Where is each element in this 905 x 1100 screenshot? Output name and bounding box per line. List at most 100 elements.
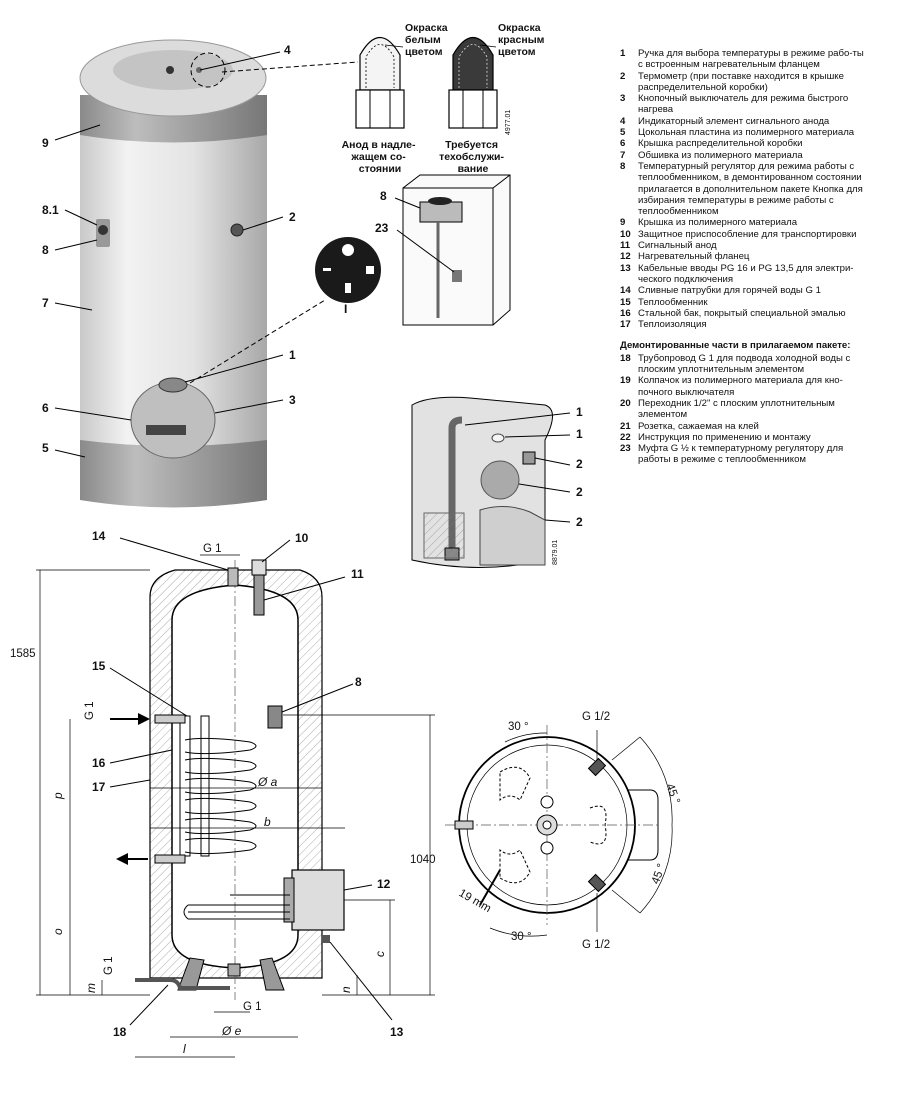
knob-zoom-label: I xyxy=(344,302,347,316)
leader-t8 xyxy=(394,197,421,209)
red-label-leader xyxy=(479,44,497,48)
legend-item-number: 6 xyxy=(620,138,626,150)
legend-item-number: 7 xyxy=(620,149,626,161)
plan-arc-30-bottom xyxy=(489,927,548,937)
legend-item: 8 Температурный регулятор для режима рабо… xyxy=(620,161,870,217)
section-drawing: 1585 1040 p o G 1 Ø a b c n m G 1 G 1 G … xyxy=(10,529,436,1058)
knob-zoom-mark-left xyxy=(323,268,331,271)
temperature-knob xyxy=(158,377,188,393)
white-label-leader xyxy=(384,44,404,48)
coil-turn-6 xyxy=(184,837,257,855)
legend-item-text: Индикаторный элемент сигнального анода xyxy=(638,115,830,127)
plan-foot-3 xyxy=(499,848,531,884)
plan-foot-1 xyxy=(499,766,531,802)
callout-section-13: 13 xyxy=(390,1025,404,1039)
plan-deg45-top: 45 ° xyxy=(663,782,681,805)
plan-deg30-top: 30 ° xyxy=(508,721,529,733)
knob-zoom-circle xyxy=(315,237,381,303)
leader-d2a xyxy=(534,457,571,466)
plan-view: 30 ° G 1/2 45 ° 45 ° 19 mm 30 ° G 1/2 xyxy=(445,711,682,951)
parts-figure-code: 8879.01 xyxy=(552,540,559,565)
callout-thermostat-23: 23 xyxy=(375,221,389,235)
knob-zoom-leader xyxy=(189,299,326,384)
plan-drain xyxy=(540,841,554,855)
callout-view-8: 8 xyxy=(42,243,49,257)
callout-view-7: 7 xyxy=(42,296,49,310)
coil-turn-3 xyxy=(184,777,257,795)
plan-connector-top xyxy=(587,757,607,777)
callout-section-16: 16 xyxy=(92,756,106,770)
plan-connector-bottom xyxy=(587,873,607,893)
coil-manifold-right xyxy=(200,715,210,857)
callout-view-8-1: 8.1 xyxy=(42,203,59,217)
heating-element xyxy=(183,904,290,920)
legend-item-text: Сигнальный анод xyxy=(638,240,717,252)
callout-section-18: 18 xyxy=(113,1025,127,1039)
leader-s14 xyxy=(119,537,229,571)
anode-ok-base xyxy=(355,89,405,129)
legend-item-number: 1 xyxy=(620,48,626,59)
legend-item-number: 19 xyxy=(620,375,631,387)
leader-6 xyxy=(54,407,132,421)
leader-s8 xyxy=(281,683,354,713)
knob-zoom-mark-bottom xyxy=(345,283,351,293)
leader-s10 xyxy=(261,539,291,563)
legend-item-text: Розетка, сажаемая на клей xyxy=(638,420,759,432)
legend-item-number: 10 xyxy=(620,228,631,240)
knob-zoom-dot xyxy=(342,244,354,256)
transport-guard xyxy=(166,66,174,74)
legend-item-number: 8 xyxy=(620,160,626,172)
legend-item-text: Обшивка из полимерного материала xyxy=(638,149,803,161)
legend-item-text: Трубопровод G 1 для подвода холодной вод… xyxy=(638,352,851,376)
callout-parts-2b: 2 xyxy=(576,485,583,499)
callout-view-9: 9 xyxy=(42,136,49,150)
legend-item-number: 12 xyxy=(620,251,631,263)
legend-item-text: Сливные патрубки для горячей воды G 1 xyxy=(638,285,821,297)
plan-45-ray-top xyxy=(611,736,641,761)
legend-item-text: Стальной бак, покрытый специальной эмаль… xyxy=(638,307,846,319)
dim-a-label: Ø a xyxy=(257,775,278,789)
leader-4 xyxy=(199,51,281,71)
anode-zoom-leader xyxy=(221,61,359,73)
leader-d1b xyxy=(504,434,571,438)
leader-s16 xyxy=(109,749,173,764)
plan-anode xyxy=(540,795,554,809)
leader-t23 xyxy=(396,229,455,273)
legend-item-number: 11 xyxy=(620,240,631,252)
legend-item-text: Муфта G ½ к температурному регулятору дл… xyxy=(638,443,844,466)
legend-item-number: 20 xyxy=(620,397,631,409)
thermostat-detail: 8 23 xyxy=(375,174,511,326)
coil-turn-1 xyxy=(184,737,257,755)
legend-item-text: Температурный регулятор для режима работ… xyxy=(638,160,863,218)
legend-item-number: 13 xyxy=(620,262,631,274)
transport-guard-section xyxy=(251,559,267,576)
leader-s18 xyxy=(129,984,169,1026)
legend-item-text: Крышка из полимерного материала xyxy=(638,217,798,229)
button-cap xyxy=(491,433,505,443)
cable-gland xyxy=(322,935,330,943)
plan-deg30-bottom: 30 ° xyxy=(511,931,532,943)
plan-arc-45-top xyxy=(639,736,673,826)
leader-d2b xyxy=(518,483,571,493)
anode-indicator-detail: Окраска белым цветом Окраска красным цве… xyxy=(221,22,545,175)
plan-foot-lead xyxy=(479,869,501,906)
dim-c-label: c xyxy=(373,951,387,957)
callout-view-4: 4 xyxy=(284,43,291,57)
dim-1585-label: 1585 xyxy=(10,648,36,660)
leader-8-1 xyxy=(64,209,98,226)
thermostat-box xyxy=(402,174,511,326)
flange-plate xyxy=(283,877,295,923)
dim-g1-left-label: G 1 xyxy=(84,701,96,720)
thermostat-knob-small xyxy=(98,225,108,235)
